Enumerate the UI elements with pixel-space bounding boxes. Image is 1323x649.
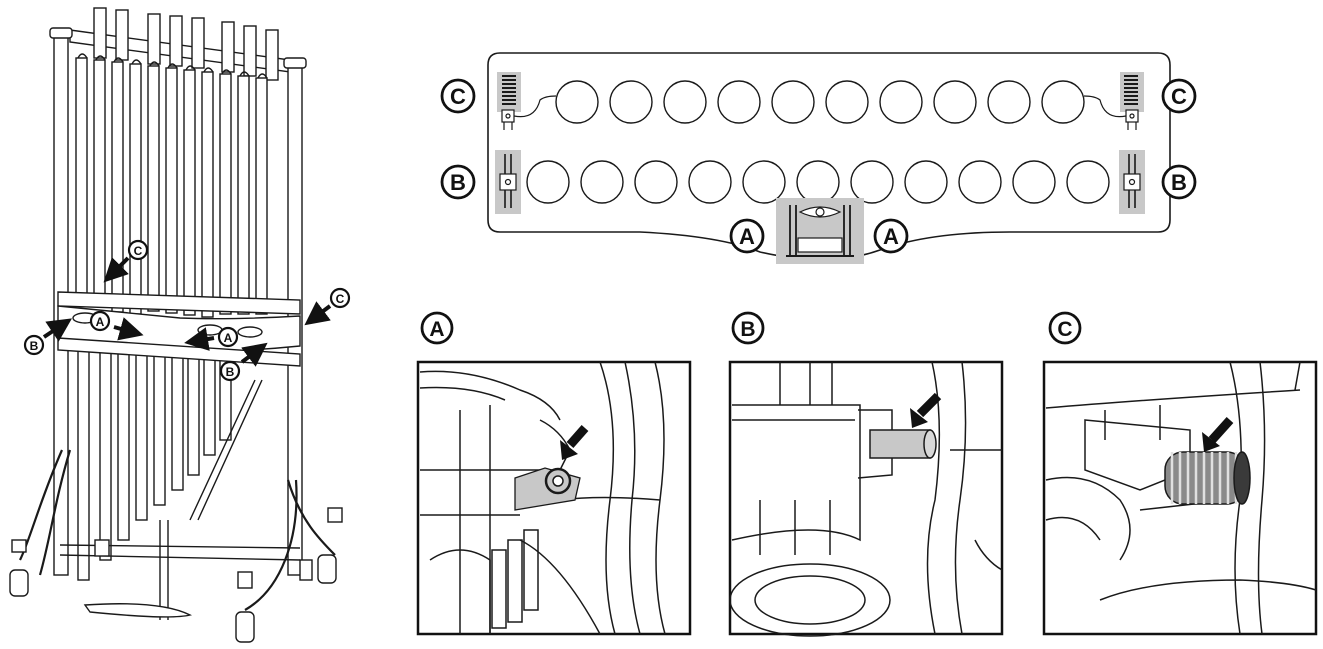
- spring-c-right: [1083, 72, 1144, 130]
- spring-detail: [1164, 451, 1251, 505]
- rail-top-view: [487, 52, 1171, 264]
- callout-c-right: C: [336, 292, 345, 306]
- pin-b-left: [495, 150, 521, 214]
- panel-c-label: C: [1057, 318, 1072, 341]
- detail-panel-b: B: [728, 311, 1004, 637]
- label-b-right: B: [1171, 170, 1187, 195]
- label-b-left: B: [450, 170, 466, 195]
- lower-tubes: [77, 329, 232, 581]
- panel-b-label: B: [740, 318, 755, 341]
- label-c-left: C: [450, 84, 466, 109]
- bottom-row-holes: [526, 160, 1110, 204]
- detail-panel-a: A: [416, 311, 692, 636]
- pin-b-right: [1119, 150, 1145, 214]
- label-a-right: A: [883, 224, 899, 249]
- callout-c-top: C: [134, 244, 143, 258]
- detail-panel-c: C: [1042, 311, 1318, 636]
- top-row-holes: [555, 80, 1085, 124]
- callout-b-left: B: [30, 339, 39, 353]
- front-row-tubes: [75, 53, 268, 318]
- panel-a-label: A: [429, 318, 444, 341]
- bracket-a: [776, 198, 864, 264]
- callout-a-left: A: [96, 315, 105, 329]
- label-c-right: C: [1171, 84, 1187, 109]
- callout-b-right: B: [226, 365, 235, 379]
- caster-wheels: [9, 507, 343, 643]
- callout-a-right: A: [224, 331, 233, 345]
- spring-c-left: [497, 72, 557, 130]
- top-view-callouts: C C B B A A: [440, 78, 1197, 254]
- rack-callouts: C C A A B B: [23, 239, 351, 382]
- label-a-left: A: [739, 224, 755, 249]
